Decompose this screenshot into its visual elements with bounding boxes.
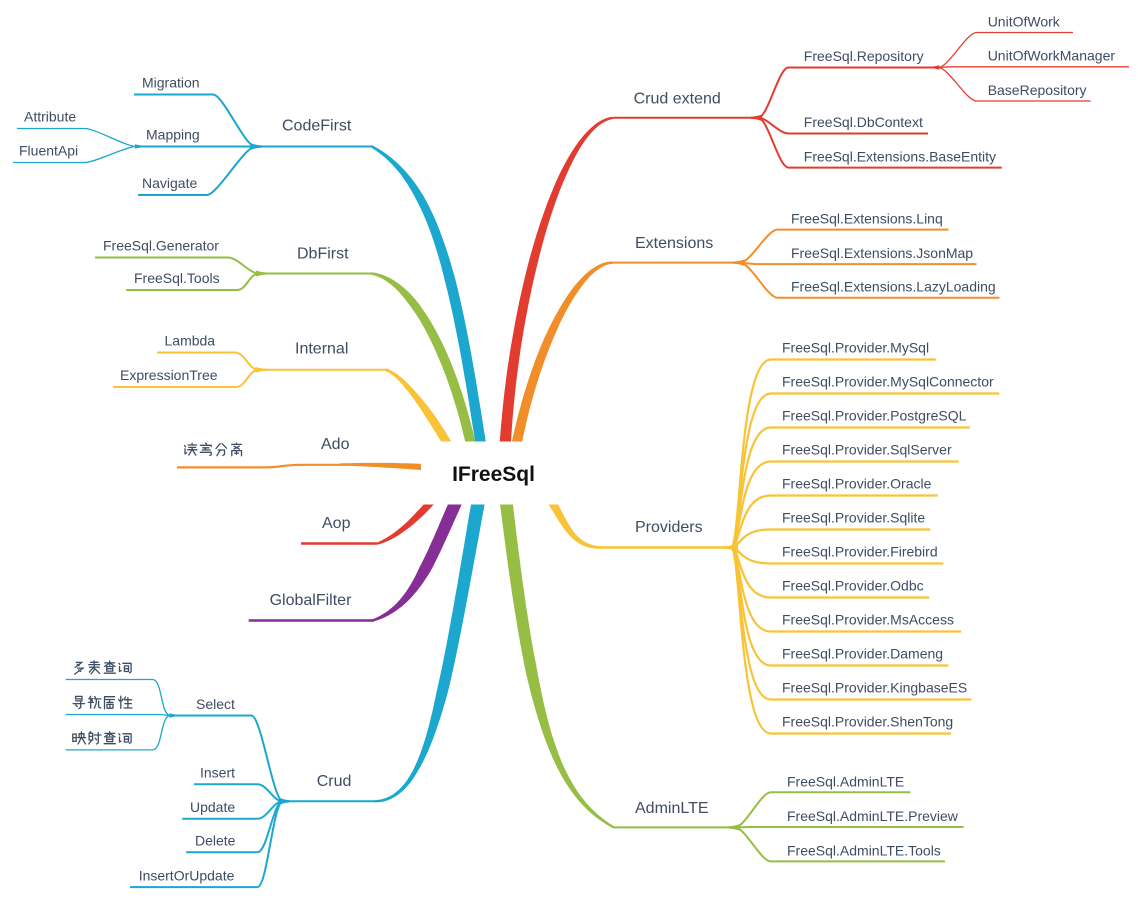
svg-text:Update: Update xyxy=(190,799,235,815)
svg-text:UnitOfWork: UnitOfWork xyxy=(988,14,1061,30)
svg-text:BaseRepository: BaseRepository xyxy=(988,82,1087,98)
svg-text:FreeSql.Provider.MySql: FreeSql.Provider.MySql xyxy=(782,340,929,356)
svg-text:DbFirst: DbFirst xyxy=(297,246,349,263)
svg-text:Providers: Providers xyxy=(635,519,703,536)
svg-text:Extensions: Extensions xyxy=(635,235,713,252)
svg-text:FreeSql.Extensions.JsonMap: FreeSql.Extensions.JsonMap xyxy=(791,245,973,261)
svg-text:FreeSql.Provider.SqlServer: FreeSql.Provider.SqlServer xyxy=(782,442,952,458)
svg-text:AdminLTE: AdminLTE xyxy=(635,800,709,817)
svg-text:FreeSql.AdminLTE.Tools: FreeSql.AdminLTE.Tools xyxy=(787,842,941,858)
svg-text:FreeSql.AdminLTE: FreeSql.AdminLTE xyxy=(787,773,904,789)
svg-text:FreeSql.AdminLTE.Preview: FreeSql.AdminLTE.Preview xyxy=(787,808,959,824)
svg-text:FreeSql.Provider.Oracle: FreeSql.Provider.Oracle xyxy=(782,476,932,492)
svg-text:FreeSql.Generator: FreeSql.Generator xyxy=(103,238,219,254)
svg-text:CodeFirst: CodeFirst xyxy=(282,118,352,135)
svg-text:Insert: Insert xyxy=(200,765,235,781)
svg-text:Internal: Internal xyxy=(295,341,348,358)
svg-text:FreeSql.Provider.MySqlConnecto: FreeSql.Provider.MySqlConnector xyxy=(782,374,994,390)
svg-text:FreeSql.Extensions.BaseEntity: FreeSql.Extensions.BaseEntity xyxy=(804,148,996,164)
svg-text:Ado: Ado xyxy=(321,436,350,453)
svg-text:Attribute: Attribute xyxy=(24,109,76,125)
svg-text:Crud: Crud xyxy=(317,773,352,790)
svg-text:Migration: Migration xyxy=(142,75,200,91)
svg-text:FreeSql.Provider.Odbc: FreeSql.Provider.Odbc xyxy=(782,578,924,594)
svg-text:Delete: Delete xyxy=(195,833,236,849)
svg-text:Select: Select xyxy=(196,696,235,712)
svg-text:FreeSql.Provider.MsAccess: FreeSql.Provider.MsAccess xyxy=(782,612,954,628)
svg-text:FreeSql.Provider.Sqlite: FreeSql.Provider.Sqlite xyxy=(782,510,925,526)
svg-text:FreeSql.Provider.ShenTong: FreeSql.Provider.ShenTong xyxy=(782,714,953,730)
svg-text:Navigate: Navigate xyxy=(142,175,197,191)
svg-text:FreeSql.DbContext: FreeSql.DbContext xyxy=(804,114,923,130)
svg-text:FluentApi: FluentApi xyxy=(19,143,78,159)
svg-text:ExpressionTree: ExpressionTree xyxy=(120,367,218,383)
svg-text:FreeSql.Provider.KingbaseES: FreeSql.Provider.KingbaseES xyxy=(782,680,967,696)
svg-text:FreeSql.Tools: FreeSql.Tools xyxy=(134,270,220,286)
svg-text:IFreeSql: IFreeSql xyxy=(452,463,535,486)
svg-text:GlobalFilter: GlobalFilter xyxy=(270,592,352,609)
svg-text:Mapping: Mapping xyxy=(146,127,200,143)
svg-text:Aop: Aop xyxy=(322,515,351,532)
svg-text:FreeSql.Provider.Firebird: FreeSql.Provider.Firebird xyxy=(782,544,938,560)
svg-text:FreeSql.Extensions.Linq: FreeSql.Extensions.Linq xyxy=(791,211,943,227)
svg-text:UnitOfWorkManager: UnitOfWorkManager xyxy=(988,48,1116,64)
svg-text:FreeSql.Provider.PostgreSQL: FreeSql.Provider.PostgreSQL xyxy=(782,408,967,424)
svg-text:Lambda: Lambda xyxy=(165,333,216,349)
svg-text:FreeSql.Repository: FreeSql.Repository xyxy=(804,48,924,64)
svg-text:Crud extend: Crud extend xyxy=(634,90,721,107)
svg-text:InsertOrUpdate: InsertOrUpdate xyxy=(139,867,235,883)
svg-text:FreeSql.Provider.Dameng: FreeSql.Provider.Dameng xyxy=(782,646,943,662)
svg-text:FreeSql.Extensions.LazyLoading: FreeSql.Extensions.LazyLoading xyxy=(791,279,996,295)
